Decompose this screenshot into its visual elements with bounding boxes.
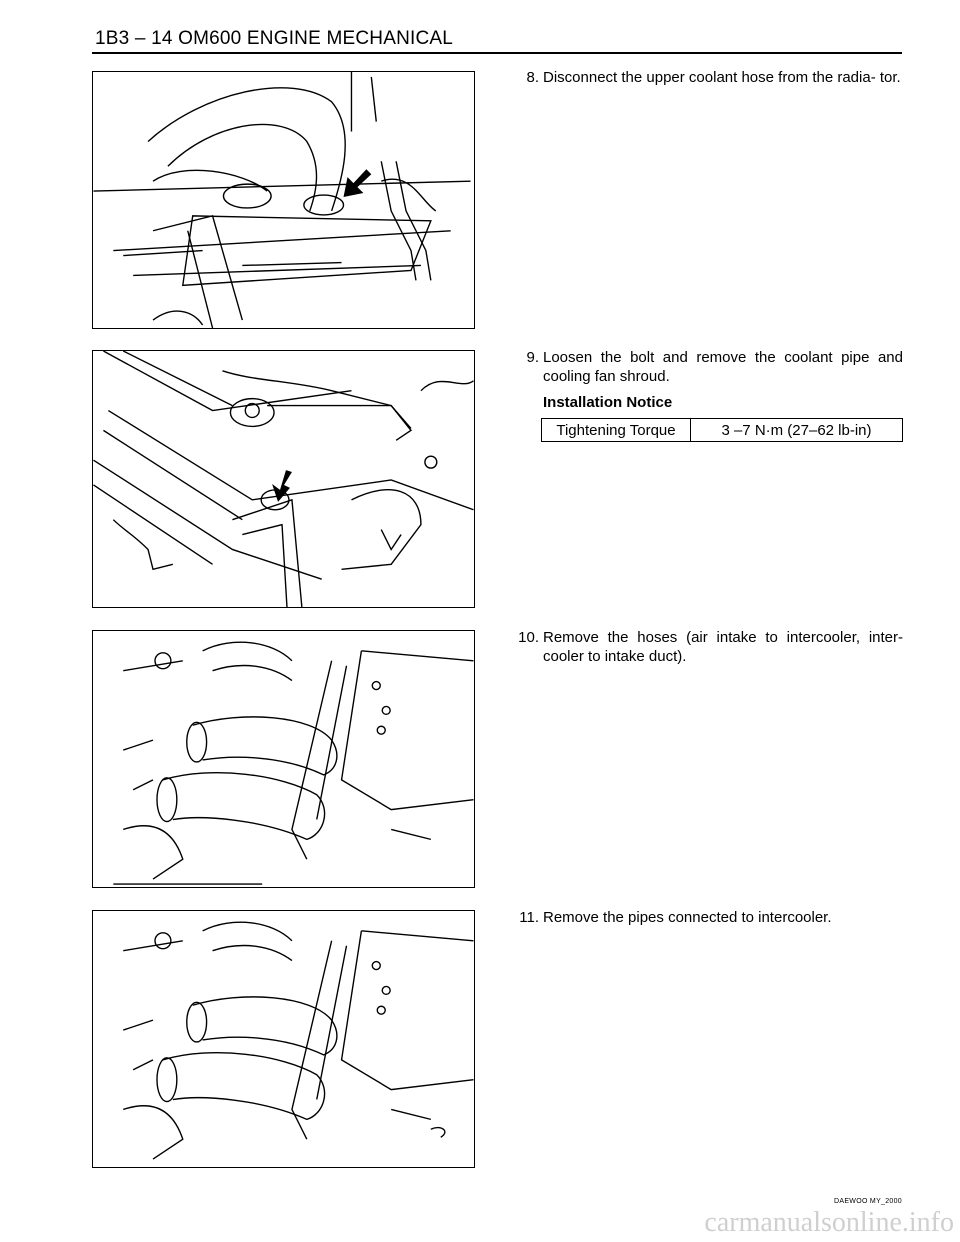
step-text: Remove the pipes connected to intercoole… (543, 909, 832, 926)
page-header: 1B3 – 14 OM600 ENGINE MECHANICAL (95, 28, 454, 49)
step-number: 8. (526, 69, 539, 86)
figure-intercooler-pipes (92, 910, 475, 1168)
torque-label: Tightening Torque (542, 419, 691, 441)
step-text: Disconnect the upper coolant hose from t… (543, 69, 901, 86)
header-rule (92, 52, 902, 54)
torque-value: 3 –7 N·m (27–62 lb-in) (721, 421, 872, 439)
step-number: 9. (526, 349, 539, 366)
step-text: Loosen the bolt and remove the coolant p… (543, 349, 903, 385)
footer-code: DAEWOO MY_2000 (834, 1198, 902, 1205)
torque-table: Tightening Torque 3 –7 N·m (27–62 lb-in) (541, 418, 903, 442)
step-number: 11. (519, 909, 539, 926)
figure-intercooler-hoses (92, 630, 475, 888)
watermark: carmanualsonline.info (704, 1207, 954, 1238)
step-text: Remove the hoses (air intake to intercoo… (543, 629, 903, 665)
step-number: 10. (518, 629, 539, 646)
figure-upper-coolant-hose (92, 71, 475, 329)
figure-coolant-pipe-shroud (92, 350, 475, 608)
installation-notice-heading: Installation Notice (543, 394, 673, 411)
